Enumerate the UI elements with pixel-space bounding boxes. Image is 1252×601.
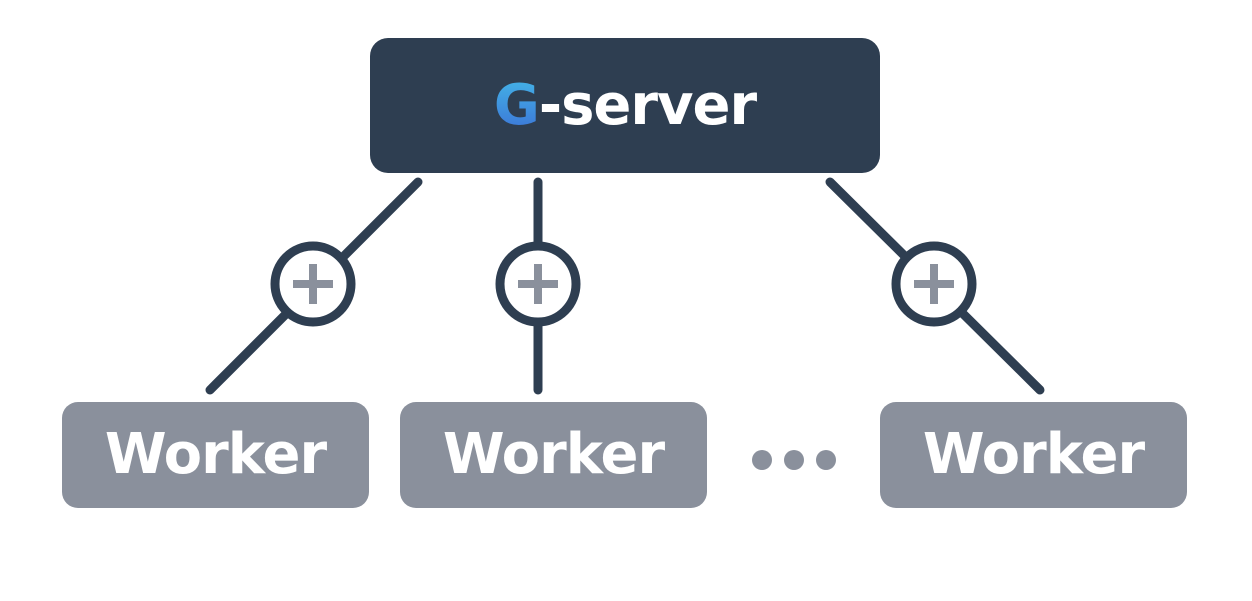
worker-label: Worker: [442, 422, 665, 487]
plus-circle-icon: [270, 241, 356, 327]
worker-node-3: Worker: [880, 402, 1187, 508]
server-label-accent: G: [493, 72, 540, 138]
server-label-rest: -server: [538, 72, 757, 138]
worker-node-2: Worker: [400, 402, 707, 508]
ellipsis-dot: [752, 450, 772, 470]
ellipsis-dot: [784, 450, 804, 470]
ellipsis-icon: [752, 448, 836, 472]
plus-circle-icon: [495, 241, 581, 327]
server-node: G-server: [370, 38, 880, 173]
worker-label: Worker: [922, 422, 1145, 487]
worker-node-1: Worker: [62, 402, 369, 508]
server-label: G-server: [494, 77, 757, 134]
plus-circle-icon: [891, 241, 977, 327]
ellipsis-dot: [816, 450, 836, 470]
worker-label: Worker: [104, 422, 327, 487]
